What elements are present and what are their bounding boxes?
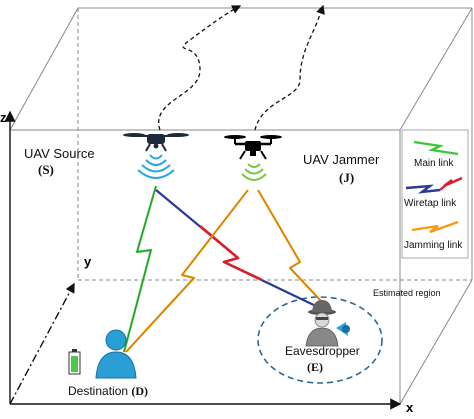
legend-jamming-link-label: Jamming link [404, 240, 463, 251]
legend-wiretap-link-label: Wiretap link [404, 198, 457, 209]
uav-jammer-symbol: (J) [339, 170, 355, 185]
uav-source-drone-icon [123, 133, 189, 152]
uav-source-symbol: (S) [38, 162, 54, 177]
x-axis-label: x [406, 400, 414, 414]
estimated-region [257, 296, 383, 384]
uav-jammer-label: UAV Jammer [303, 152, 380, 167]
eavesdropper-spy-icon [305, 300, 350, 347]
destination-symbol: (D) [131, 384, 149, 398]
3d-space-box [9, 7, 473, 405]
axes [4, 110, 402, 410]
main-link [122, 185, 158, 353]
source-signal-icon [137, 154, 175, 179]
jammer-signal-icon [241, 163, 267, 181]
y-axis [9, 282, 75, 405]
uav-jammer-drone-icon [224, 135, 282, 160]
jammer-trajectory [254, 4, 325, 131]
legend-main-link-label: Main link [414, 158, 454, 169]
battery-icon [68, 349, 81, 375]
destination-label: Destination (D) [68, 384, 148, 399]
links [122, 185, 323, 353]
destination-name: Destination [68, 384, 129, 398]
estimated-region-label: Estimated region [373, 288, 441, 298]
eavesdropper-label: Eavesdropper [285, 344, 360, 358]
legend-jamming-link-swatch [411, 220, 459, 234]
legend-wiretap-link-swatch-red [439, 176, 463, 191]
legend [401, 129, 469, 259]
wiretap-link [155, 189, 321, 309]
z-axis-label: z [0, 110, 7, 125]
y-axis-label: y [84, 254, 92, 269]
legend-main-link-swatch [413, 140, 459, 156]
uav-source-label: UAV Source [24, 146, 95, 161]
legend-wiretap-link-swatch-blue [405, 184, 441, 194]
destination-person-icon [95, 329, 137, 379]
eavesdropper-symbol: (E) [307, 360, 323, 374]
source-trajectory [158, 5, 242, 131]
